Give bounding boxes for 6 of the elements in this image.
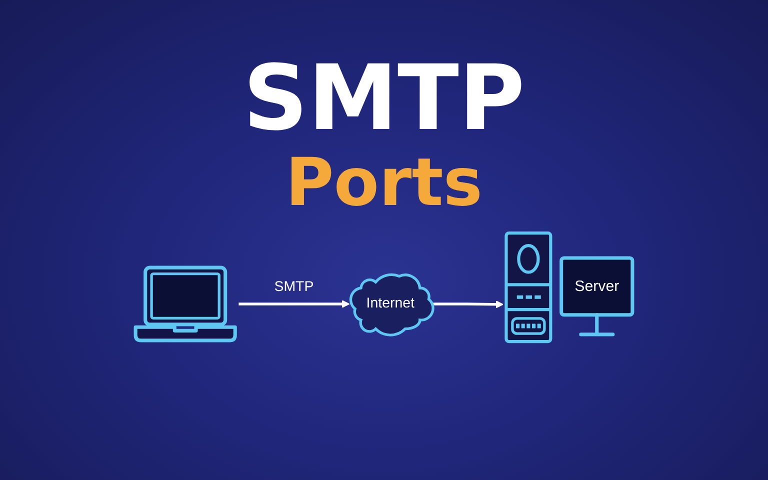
node-picture: Server [502,230,636,346]
arrow [238,300,350,308]
edge-label: SMTP [274,279,314,294]
arrow [432,300,504,308]
node-picture [132,264,239,344]
title: SMTP Ports [242,50,526,218]
